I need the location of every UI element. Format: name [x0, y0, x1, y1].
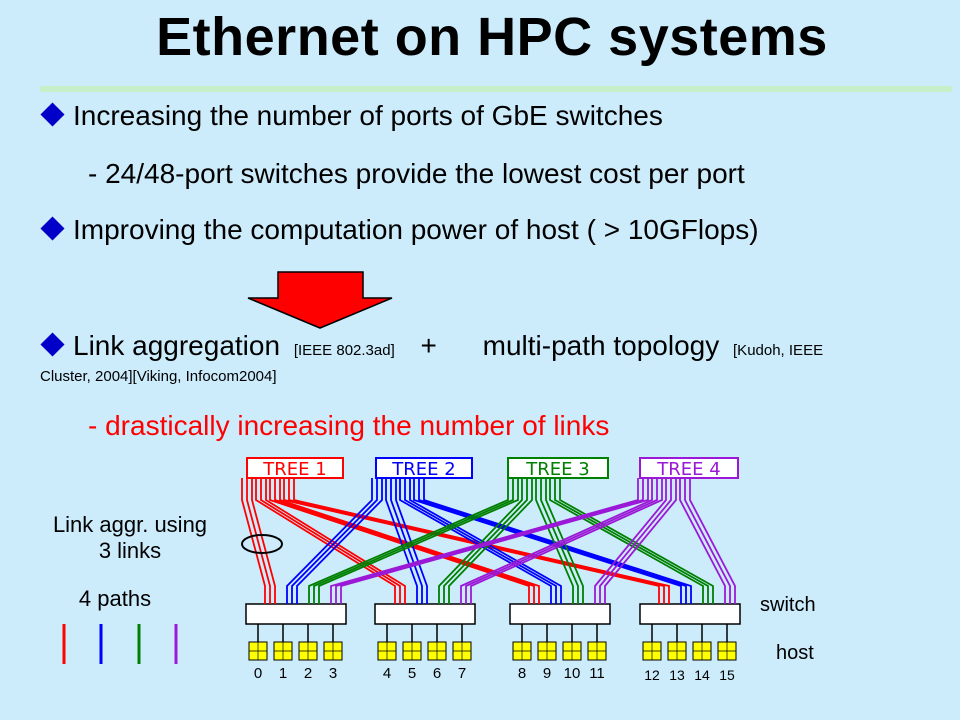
- host-number: 11: [589, 665, 605, 682]
- bullet-2-text: Improving the computation power of host …: [73, 214, 759, 245]
- aggregated-link: [308, 478, 509, 604]
- host-number: 13: [669, 667, 685, 683]
- aggregated-link: [604, 478, 677, 604]
- aggregated-link: [269, 478, 530, 604]
- bullet-1-text: Increasing the number of ports of GbE sw…: [73, 100, 663, 131]
- aggregated-link: [255, 478, 396, 604]
- aggregated-link: [286, 478, 373, 604]
- slide-title: Ethernet on HPC systems: [156, 7, 828, 67]
- host-number: 7: [458, 665, 466, 682]
- switch-label: switch: [760, 594, 816, 616]
- tree-label-box: [639, 457, 739, 479]
- link-aggr-label: Link aggr. using 3 links: [30, 512, 230, 564]
- bullet-3: Link aggregation [IEEE 802.3ad] + multi-…: [40, 330, 824, 362]
- aggregated-link: [274, 478, 535, 604]
- aggregated-link: [330, 478, 639, 604]
- bullet-3-ref-cont: Cluster, 2004][Viking, Infocom2004]: [40, 368, 277, 385]
- aggregated-link: [291, 478, 378, 604]
- tree-label-box: [507, 457, 609, 479]
- switch-box: [509, 603, 611, 625]
- host-number: 5: [408, 665, 416, 682]
- host-number: 10: [564, 665, 581, 682]
- host-number: 12: [644, 667, 660, 683]
- switch-box: [374, 603, 476, 625]
- host-number: 15: [719, 667, 735, 683]
- tree-label: TREE 4: [656, 459, 720, 480]
- host-number: 3: [329, 665, 337, 682]
- tree-label-box: [246, 457, 344, 479]
- host-label: host: [776, 642, 814, 664]
- bullet-3-ref-1: [IEEE 802.3ad]: [293, 342, 395, 359]
- bullet-3-topology: multi-path topology: [482, 330, 720, 361]
- aggregated-link: [549, 478, 704, 604]
- host-number: 6: [433, 665, 441, 682]
- aggregated-link: [418, 478, 687, 604]
- aggregated-link: [470, 478, 663, 604]
- host-number: 1: [279, 665, 287, 682]
- aggregated-link: [335, 478, 644, 604]
- bullet-3-sub: - drastically increasing the number of l…: [88, 410, 610, 441]
- aggregated-link: [443, 478, 528, 604]
- aggregated-link: [689, 478, 736, 604]
- aggregated-link: [594, 478, 667, 604]
- bullet-2: Improving the computation power of host …: [40, 214, 759, 246]
- aggregated-link: [399, 478, 552, 604]
- aggregated-link: [438, 478, 523, 604]
- link-aggr-label-line-1: Link aggr. using: [52, 512, 208, 537]
- aggregated-link: [296, 478, 383, 604]
- switch-box: [245, 603, 347, 625]
- switch-box: [639, 603, 741, 625]
- host-number: 0: [254, 665, 262, 682]
- host-number: 14: [694, 667, 710, 683]
- tree-label: TREE 2: [391, 459, 455, 480]
- aggregated-link: [599, 478, 672, 604]
- aggregated-link: [460, 478, 653, 604]
- aggregated-link: [241, 478, 266, 604]
- aggregated-link: [340, 478, 649, 604]
- aggregated-link: [318, 478, 519, 604]
- aggregated-link: [385, 478, 418, 604]
- paths-label: 4 paths: [78, 586, 152, 611]
- aggregated-link: [313, 478, 514, 604]
- host-number: 9: [543, 665, 551, 682]
- title-divider: [40, 86, 952, 92]
- aggregated-link: [465, 478, 658, 604]
- tree-label: TREE 3: [525, 459, 589, 480]
- down-arrow-icon: [247, 271, 393, 329]
- bullet-3-ref-2: [Kudoh, IEEE: [733, 342, 824, 359]
- bullet-1: Increasing the number of ports of GbE sw…: [40, 100, 663, 132]
- link-aggregation-marker: [241, 534, 283, 554]
- aggregated-link: [246, 478, 271, 604]
- host-number: 2: [304, 665, 312, 682]
- host-number: 8: [518, 665, 526, 682]
- link-aggr-label-line-2: 3 links: [98, 538, 162, 563]
- aggregated-link: [251, 478, 276, 604]
- tree-label: TREE 1: [262, 459, 326, 480]
- aggregated-link: [684, 478, 731, 604]
- bullet-3-plus: +: [420, 330, 437, 361]
- aggregated-link: [679, 478, 726, 604]
- aggregated-link: [413, 478, 682, 604]
- bullet-3-main: Link aggregation: [73, 330, 281, 361]
- host-number: 4: [383, 665, 391, 682]
- bullet-1-sub: - 24/48-port switches provide the lowest…: [88, 158, 745, 189]
- aggregated-link: [283, 478, 660, 604]
